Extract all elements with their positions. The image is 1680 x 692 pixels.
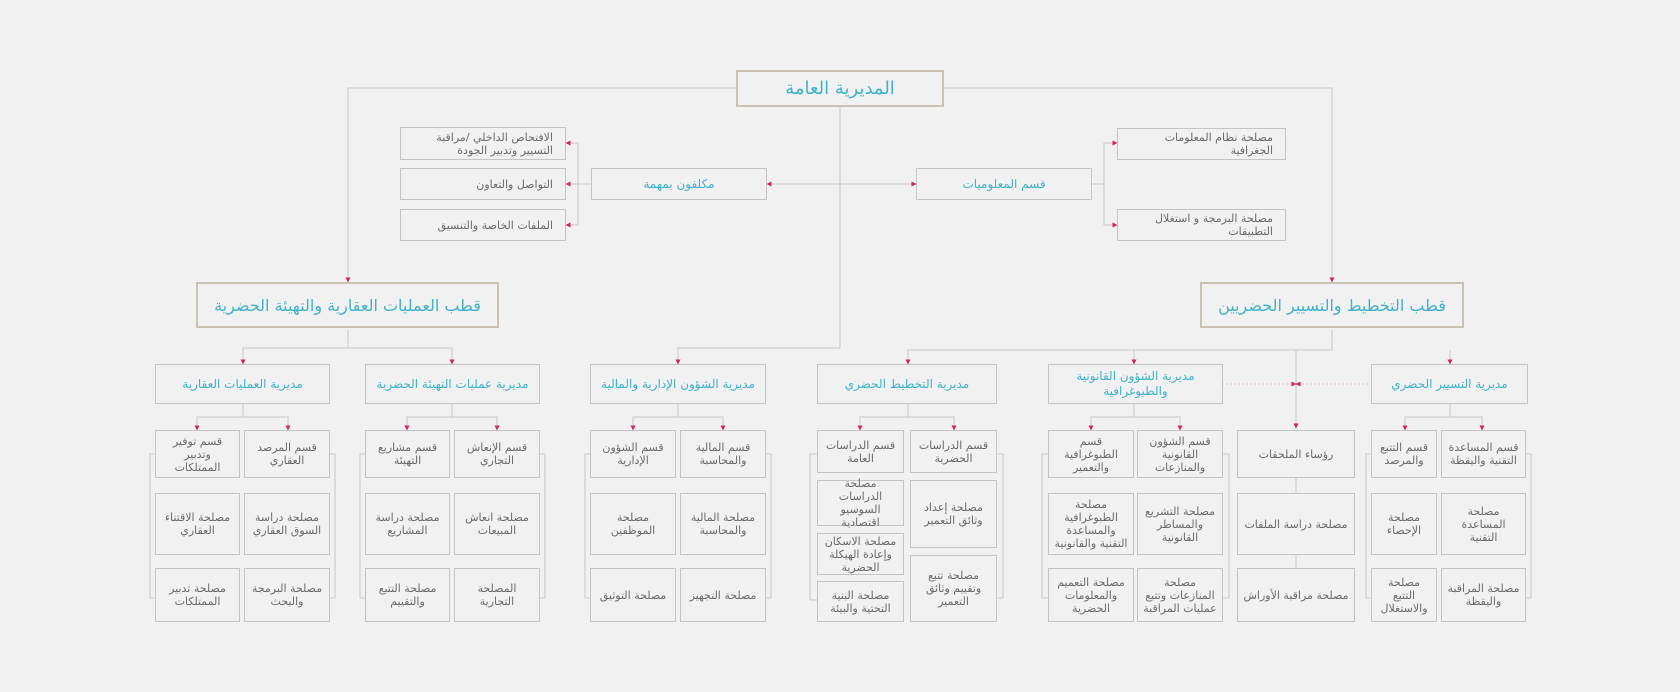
unit-af-b-1: مصلحة الموظفين	[590, 493, 676, 555]
unit-up-b-3: مصلحة البنية التحتية والبيئة	[817, 581, 904, 622]
unit-lt-a-1: مصلحة التشريع والمساطر القانونية	[1137, 493, 1223, 555]
unit-ud-a-1: مصلحة انعاش المبيعات	[454, 493, 540, 555]
unit-af-b-0: قسم الشؤون الإدارية	[590, 430, 676, 478]
unit-re-b-2: مصلحة تدبير الممتلكات	[155, 568, 240, 622]
unit-um-b-2: مصلحة التتبع والاستغلال	[1371, 568, 1437, 622]
unit-ud-b-1: مصلحة دراسة المشاريع	[365, 493, 450, 555]
dir-urban-dev-ops: مديرية عمليات التهيئة الحضرية	[365, 364, 540, 404]
unit-ud-a-0: قسم الإنعاش التجاري	[454, 430, 540, 478]
unit-um-b-1: مصلحة الإحصاء	[1371, 493, 1437, 555]
unit-um-a-1: مصلحة المساعدة التقنية	[1441, 493, 1526, 555]
unit-special-files: الملفات الخاصة والتنسيق	[400, 209, 566, 241]
unit-ud-a-2: المصلحة التجارية	[454, 568, 540, 622]
general-directorate: المديرية العامة	[736, 70, 944, 107]
info-department: قسم المعلوميات	[916, 168, 1092, 200]
unit-um-b-0: قسم التتبع والمرصد	[1371, 430, 1437, 478]
unit-up-a-2: مصلحة تتبع وتقييم وثائق التعمير	[910, 555, 997, 622]
annex-heads: رؤساء الملحقات	[1237, 430, 1355, 478]
unit-lt-b-2: مصلحة التعميم والمعلومات الحضرية	[1048, 568, 1134, 622]
unit-re-b-0: قسم توفير وتدبير الممتلكات	[155, 430, 240, 478]
unit-lt-b-0: قسم الطبوغرافية والتعمير	[1048, 430, 1134, 478]
unit-re-a-1: مصلحة دراسة السوق العقاري	[244, 493, 330, 555]
unit-up-b-2: مصلحة الاسكان وإعادة الهيكلة الحضرية	[817, 533, 904, 575]
unit-up-b-1: مصلحة الدراسات السوسيو اقتصادية	[817, 477, 904, 529]
unit-re-a-2: مصلحة البرمجة والبحث	[244, 568, 330, 622]
unit-ud-b-2: مصلحة التتبع والتقييم	[365, 568, 450, 622]
unit-af-b-2: مصلحة التوثيق	[590, 568, 676, 622]
unit-re-b-1: مصلحة الاقتناء العقاري	[155, 493, 240, 555]
unit-um-a-2: مصلحة المراقبة واليقظة	[1441, 568, 1526, 622]
unit-af-a-0: قسم المالية والمحاسبة	[680, 430, 766, 478]
pole-planning: قطب التخطيط والتسيير الحضريين	[1200, 282, 1464, 328]
unit-ud-b-0: قسم مشاريع التهيئة	[365, 430, 450, 478]
unit-up-a-1: مصلحة إعداد وثائق التعمير	[910, 480, 997, 548]
unit-up-a-0: قسم الدراسات الحضرية	[910, 430, 997, 473]
dir-urban-management: مديرية التسيير الحضري	[1371, 364, 1528, 404]
unit-annex-worksites: مصلحة مراقبة الأوراش	[1237, 568, 1355, 622]
unit-communication: التواصل والتعاون	[400, 168, 566, 200]
dir-real-estate-ops: مديرية العمليات العقارية	[155, 364, 330, 404]
unit-gis: مصلحة نظام المعلومات الجغرافية	[1117, 128, 1286, 160]
pole-real-estate: قطب العمليات العقارية والتهيئة الحضرية	[196, 282, 499, 328]
mission-officers: مكلفون بمهمة	[591, 168, 767, 200]
dir-legal-topo: مديرية الشؤون القانونية والطبوغرافية	[1048, 364, 1223, 404]
unit-re-a-0: قسم المرصد العقاري	[244, 430, 330, 478]
unit-programming: مصلحة البرمجة و استغلال التطبيقات	[1117, 209, 1286, 241]
unit-lt-a-0: قسم الشؤون القانونية والمنازعات	[1137, 430, 1223, 478]
unit-af-a-2: مصلحة التجهيز	[680, 568, 766, 622]
unit-annex-files: مصلحة دراسة الملفات	[1237, 493, 1355, 555]
dir-admin-finance: مديرية الشؤون الإدارية والمالية	[590, 364, 766, 404]
unit-lt-a-2: مصلحة المنازعات وتتبع عمليات المراقبة	[1137, 568, 1223, 622]
unit-internal-audit: الافتحاص الداخلي /مراقبة التسيير وتدبير …	[400, 127, 566, 160]
unit-up-b-0: قسم الدراسات العامة	[817, 430, 904, 473]
dir-urban-planning: مديرية التخطيط الحضري	[817, 364, 997, 404]
unit-um-a-0: قسم المساعدة التقنية واليقظة	[1441, 430, 1526, 478]
unit-af-a-1: مصلحة المالية والمحاسبة	[680, 493, 766, 555]
unit-lt-b-1: مصلحة الطبوغرافية والمساعدة التقنية والق…	[1048, 493, 1134, 555]
